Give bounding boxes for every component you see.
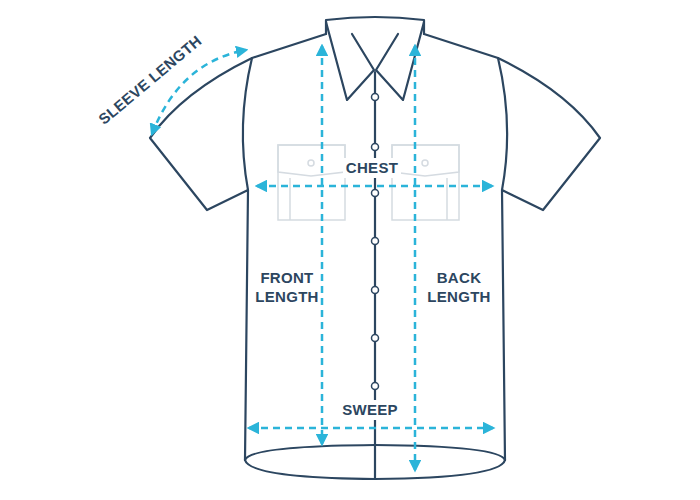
measure-label: CHEST (343, 158, 401, 179)
collar-band (326, 17, 424, 34)
buttons (372, 94, 379, 390)
pocket-flap (392, 145, 459, 176)
pocket (392, 145, 459, 220)
shirt-outline (150, 17, 600, 479)
measure-label: SLEEVE LENGTH (92, 29, 209, 132)
right-side (424, 34, 600, 460)
collar-right (376, 22, 424, 100)
sleeve-seam (498, 58, 507, 190)
back-length-arrow (414, 46, 417, 470)
pocket-pleat (446, 178, 448, 220)
button (372, 238, 379, 245)
pocket-button (308, 160, 314, 166)
measure-label: FRONT LENGTH (251, 268, 323, 308)
button (372, 287, 379, 294)
pocket (278, 145, 345, 220)
pocket-flap (278, 145, 345, 176)
sweep-arrow (249, 427, 493, 430)
button (372, 383, 379, 390)
measure-lines (152, 46, 493, 470)
button (372, 335, 379, 342)
chest-arrow (257, 185, 492, 188)
front-length-arrow (321, 46, 324, 444)
button (372, 94, 379, 101)
button (372, 190, 379, 197)
pockets (278, 145, 459, 220)
button (372, 144, 379, 151)
left-side (150, 34, 326, 460)
sleeve-seam (243, 58, 252, 190)
collar-left (326, 22, 374, 100)
pocket-pleat (289, 178, 291, 220)
pocket-button (422, 160, 428, 166)
measure-label: SWEEP (339, 400, 401, 421)
measure-label: BACK LENGTH (423, 268, 495, 308)
